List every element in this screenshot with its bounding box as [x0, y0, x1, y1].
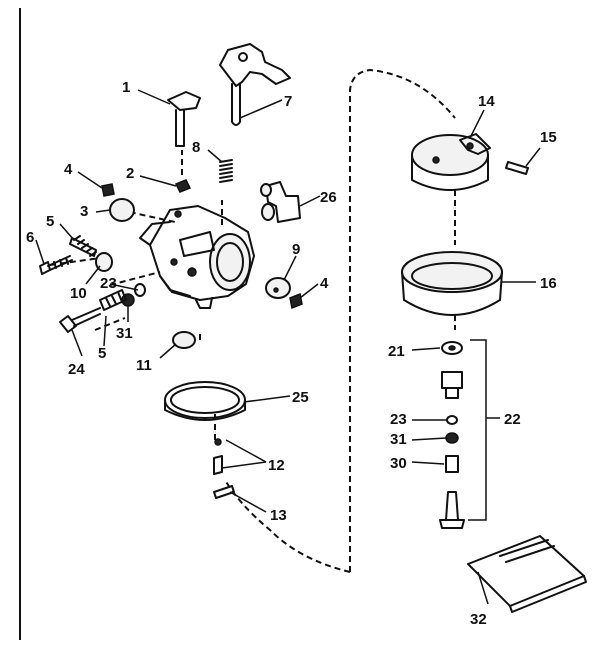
throttle-screw [174, 179, 192, 193]
choke-shaft [167, 91, 201, 147]
callout-22: 22 [504, 411, 521, 428]
choke-plate [109, 198, 135, 222]
carburetor-body [139, 205, 255, 309]
spring [219, 159, 233, 183]
adjust-spring-upper [69, 235, 97, 257]
needle-pins [213, 438, 223, 475]
callout-26: 26 [320, 189, 337, 206]
float [411, 133, 491, 191]
callout-32: 32 [470, 611, 487, 628]
adjust-screw [39, 255, 73, 275]
bowl-washer [441, 341, 463, 355]
callout-16: 16 [540, 275, 557, 292]
callout-23-left: 23 [100, 275, 117, 292]
bracket-22 [468, 339, 487, 521]
float-pin [505, 161, 529, 175]
screw-upper [101, 183, 115, 197]
callout-6: 6 [26, 229, 34, 246]
instruction-sheet [467, 535, 587, 613]
callout-7: 7 [284, 93, 292, 110]
assembly-dashed-path [181, 68, 456, 573]
callout-13: 13 [270, 507, 287, 524]
callout-23-right: 23 [390, 411, 407, 428]
fuel-fitting [260, 181, 301, 223]
assembly-dashed-path-left [49, 209, 176, 331]
callout-1: 1 [122, 79, 130, 96]
callout-9: 9 [292, 241, 300, 258]
callout-4-upper: 4 [64, 161, 73, 178]
callout-2: 2 [126, 165, 134, 182]
callout-3: 3 [80, 203, 88, 220]
callout-14: 14 [478, 93, 495, 110]
callout-5-lower: 5 [98, 345, 106, 362]
cover-plate [265, 277, 291, 299]
callout-31-left: 31 [116, 325, 133, 342]
hinge-pin [213, 485, 235, 499]
callout-30: 30 [390, 455, 407, 472]
float-bowl [401, 251, 503, 316]
callout-11: 11 [136, 357, 152, 374]
bowl-gasket [164, 381, 246, 421]
callout-15: 15 [540, 129, 557, 146]
mixture-needle [59, 307, 101, 333]
main-nozzle-assembly [439, 371, 465, 529]
screw-lower [289, 292, 303, 310]
callout-labels: 1 7 8 2 4 3 26 5 6 9 4 10 23 31 5 24 11 … [26, 79, 557, 628]
callout-31-right: 31 [390, 431, 407, 448]
leader-lines [35, 89, 541, 605]
callout-21: 21 [388, 343, 405, 360]
adjust-spring-lower [99, 289, 127, 311]
throttle-shaft [219, 43, 291, 126]
callout-24: 24 [68, 361, 85, 378]
callout-12: 12 [268, 457, 285, 474]
callout-8: 8 [192, 139, 200, 156]
callout-10: 10 [70, 285, 87, 302]
callout-5-upper: 5 [46, 213, 54, 230]
float-disc [172, 331, 196, 349]
callout-4-lower: 4 [320, 275, 329, 292]
callout-25: 25 [292, 389, 309, 406]
